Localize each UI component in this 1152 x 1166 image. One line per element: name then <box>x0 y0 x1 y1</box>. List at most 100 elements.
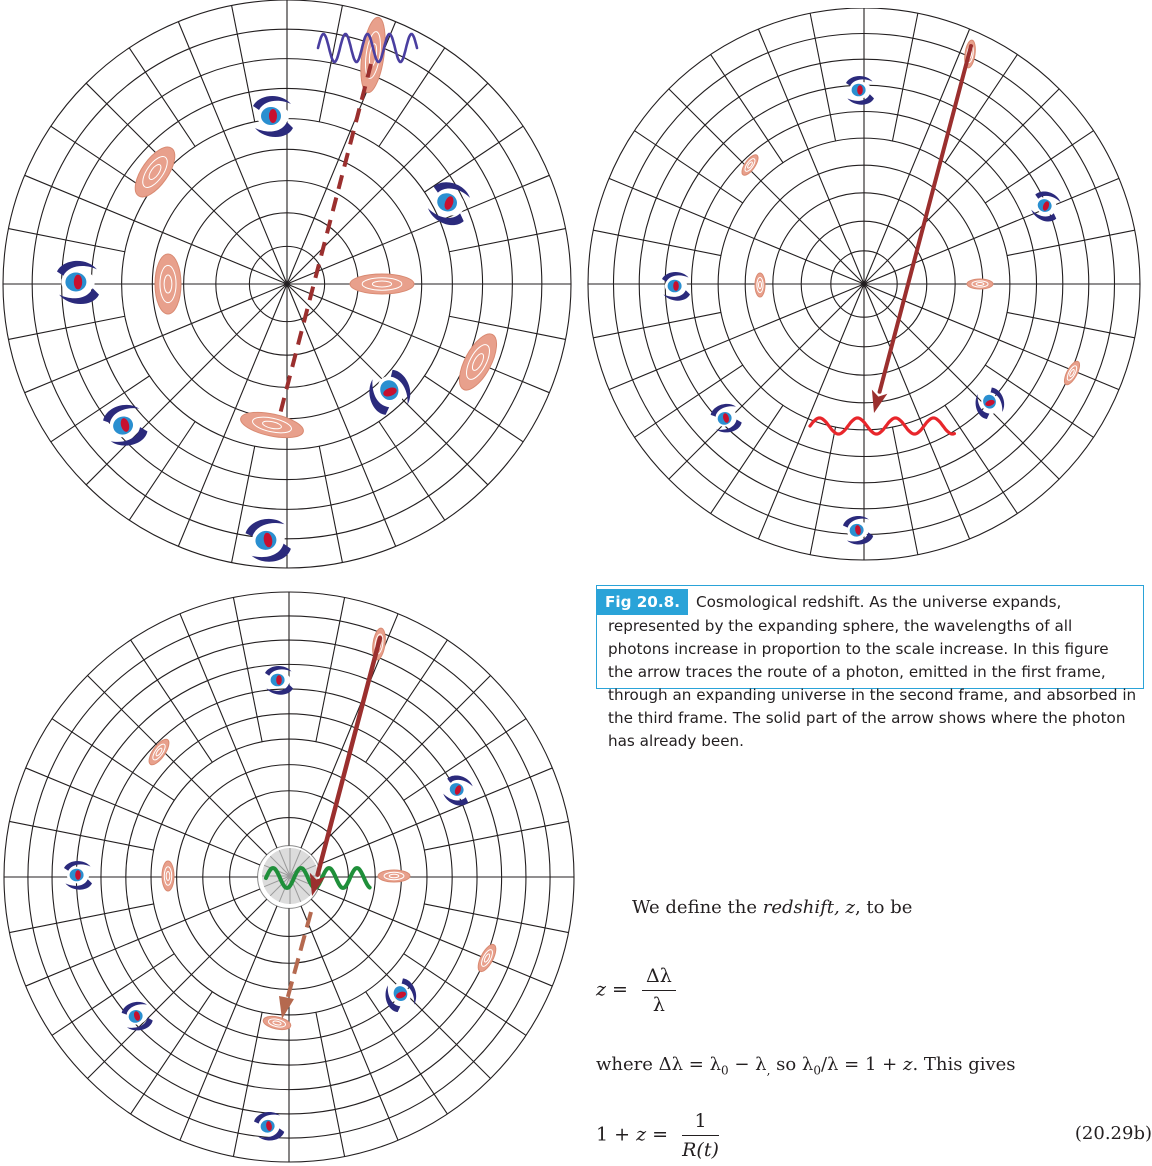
galaxy-arm <box>251 543 291 562</box>
galaxy-isophote <box>163 866 173 886</box>
fraction-numerator: 1 <box>682 1110 719 1136</box>
galaxy-arm <box>447 775 473 787</box>
arrow-shaft <box>877 44 973 394</box>
grid-spoke <box>984 130 1094 204</box>
grid-spoke <box>232 597 263 742</box>
grid-spoke <box>24 283 288 394</box>
galaxy-isophote <box>483 953 491 963</box>
galaxy-core <box>855 525 861 535</box>
galaxy-isophote <box>747 161 753 169</box>
galaxy-core <box>985 399 995 407</box>
grid-spoke <box>318 446 343 563</box>
photon-path-past <box>285 911 313 1001</box>
galaxy-body <box>240 411 304 439</box>
galaxy-core <box>134 1011 140 1021</box>
galaxy-isophote <box>148 164 162 180</box>
galaxy-core <box>395 991 407 999</box>
galaxy-isophote <box>1069 368 1075 378</box>
galaxy-core <box>276 675 282 685</box>
galaxy-core <box>1042 201 1050 211</box>
elliptical-galaxy-icon <box>360 16 386 94</box>
text-run: We define the <box>632 897 763 918</box>
spiral-galaxy-icon <box>253 95 293 137</box>
galaxy-arm <box>255 122 293 137</box>
diagram-frame-emission <box>2 0 572 569</box>
elliptical-galaxy-icon <box>458 333 498 391</box>
galaxy-core <box>266 1121 272 1131</box>
galaxy-isophote <box>364 31 382 79</box>
observer-spoke <box>269 855 291 877</box>
galaxy-isophote <box>371 280 393 288</box>
galaxy-arm <box>662 271 689 282</box>
galaxy-core <box>857 85 863 95</box>
wavelength-relation-text: where Δλ = λ0 − λ, so λ0/λ = 1 + z. This… <box>596 1054 1016 1078</box>
grid-spoke <box>85 82 288 285</box>
arrow-head <box>309 872 326 896</box>
observer-spokes <box>262 848 318 904</box>
eq-equals: = <box>646 1123 675 1146</box>
grid-spoke <box>8 228 125 253</box>
spiral-galaxy-icon <box>842 515 874 545</box>
galaxy-arm <box>1035 191 1061 203</box>
galaxy-isophote <box>272 1020 282 1026</box>
galaxy-core <box>263 532 273 548</box>
galaxies <box>57 16 498 562</box>
grid-spoke <box>403 718 527 801</box>
elliptical-galaxy-icon <box>1063 360 1081 386</box>
grid-spoke <box>944 404 1018 514</box>
caption-text: Cosmological redshift. As the universe e… <box>608 593 1137 750</box>
grid-spoke <box>634 130 744 204</box>
galaxy-arm <box>110 427 148 446</box>
spiral-galaxy-icon <box>846 75 874 105</box>
galaxy-isophote <box>252 416 292 434</box>
elliptical-galaxy-icon <box>741 154 759 176</box>
grid-spoke <box>891 13 919 142</box>
grid-spoke <box>85 283 288 486</box>
spiral-galaxy-icon <box>265 665 293 695</box>
grid-spoke <box>286 283 397 547</box>
grid-spoke <box>130 991 213 1115</box>
galaxy-body <box>377 869 411 883</box>
observer-spoke <box>269 875 291 897</box>
grid-spoke <box>593 229 722 257</box>
galaxy-core <box>75 870 81 880</box>
galaxy-isophote <box>155 747 163 757</box>
grid-spoke <box>449 228 566 253</box>
galaxy-arm <box>443 793 469 806</box>
diagram-frame-absorption <box>3 591 575 1163</box>
grid-spoke <box>25 888 261 987</box>
galaxy-arm <box>369 379 390 415</box>
galaxy-body <box>754 272 766 298</box>
spiral-galaxy-icon <box>427 182 471 226</box>
text-run: so λ <box>770 1054 814 1075</box>
text-run: where Δλ = λ <box>596 1054 721 1075</box>
observer-spoke <box>263 875 291 888</box>
galaxy-body <box>1063 360 1081 386</box>
galaxy-core <box>454 785 462 795</box>
grid-spoke <box>378 421 446 521</box>
elliptical-galaxy-icon <box>377 869 411 883</box>
eq-equals: = <box>606 978 635 1001</box>
galaxy-arm <box>663 290 690 301</box>
galaxy-isophote <box>163 274 173 294</box>
galaxy-arm <box>64 860 91 871</box>
galaxy-arm <box>975 394 990 420</box>
grid-spoke <box>87 898 268 1079</box>
elliptical-galaxy-icon <box>161 860 175 892</box>
grid-spoke <box>25 767 261 866</box>
galaxy-isophote <box>159 264 177 304</box>
galaxy-arm <box>710 403 736 417</box>
grid-spoke <box>378 47 446 147</box>
spiral-galaxy-icon <box>385 978 417 1013</box>
galaxy-arm <box>253 95 291 110</box>
eq-lhs: 1 + <box>596 1123 637 1146</box>
grid-spoke <box>315 597 346 742</box>
grid-spoke <box>757 283 865 540</box>
grid-spoke <box>9 820 154 851</box>
grid-spoke <box>608 283 865 391</box>
spiral-galaxy-icon <box>57 260 99 305</box>
galaxy-arm <box>990 387 1005 412</box>
grid-spoke <box>317 888 553 987</box>
